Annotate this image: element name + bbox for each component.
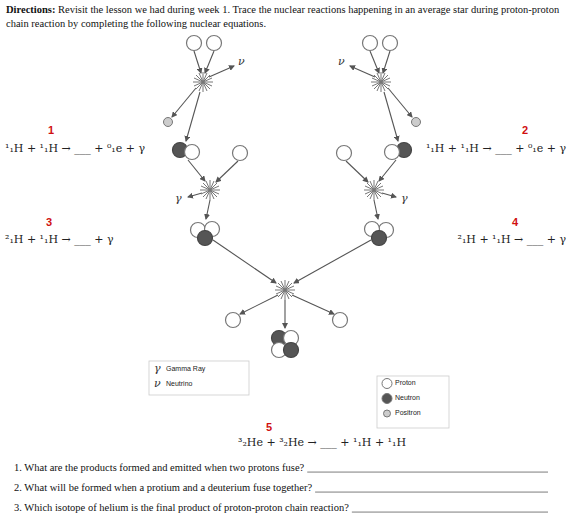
question-text: 3. Which isotope of helium is the final … (14, 502, 349, 514)
directions-text: Directions: Revisit the lesson we had du… (6, 3, 562, 30)
answer-line (315, 492, 548, 493)
directions-text: Revisit the lesson we had during week 1.… (6, 4, 559, 29)
callout-number: 3 (46, 216, 52, 229)
legend-text: Gamma Ray (166, 365, 205, 373)
answer-line (307, 472, 548, 473)
callout-number: 5 (266, 421, 272, 434)
question-text: 1. What are the products formed and emit… (14, 462, 304, 474)
equation: ²₁H + ¹₁H → ___ + γ (457, 234, 566, 247)
gamma-symbol: γ (175, 193, 182, 206)
callout-number: 1 (48, 124, 54, 137)
equation: ²₁H + ¹₁H → ___ + γ (5, 234, 114, 247)
legend-swatch (382, 394, 392, 404)
directions-heading: Directions: (6, 4, 55, 15)
legend-swatch (384, 410, 391, 417)
gamma-symbol: γ (154, 363, 161, 376)
neutrino-symbol: ν (154, 378, 161, 391)
legend-text: Positron (395, 409, 421, 417)
legend-swatch (382, 379, 392, 389)
legend-text: Neutron (395, 394, 420, 402)
callout-number: 4 (512, 216, 518, 229)
answer-line (352, 512, 548, 513)
legend-text: Neutrino (166, 380, 192, 388)
equation: ³₂He + ³₂He → ___ + ¹₁H + ¹₁H (238, 437, 406, 450)
legend-text: Proton (395, 379, 416, 387)
equation: ¹₁H + ¹₁H → ___ + ⁰₁e + γ (5, 143, 145, 156)
neutrino-symbol: ν (238, 56, 245, 69)
callout-number: 2 (522, 124, 528, 137)
neutrino-symbol: ν (338, 56, 345, 69)
gamma-symbol: γ (401, 193, 408, 206)
question-text: 2. What will be formed when a protium an… (14, 482, 312, 494)
equation: ¹₁H + ¹₁H → ___ + ⁰₁e + γ (426, 143, 566, 156)
